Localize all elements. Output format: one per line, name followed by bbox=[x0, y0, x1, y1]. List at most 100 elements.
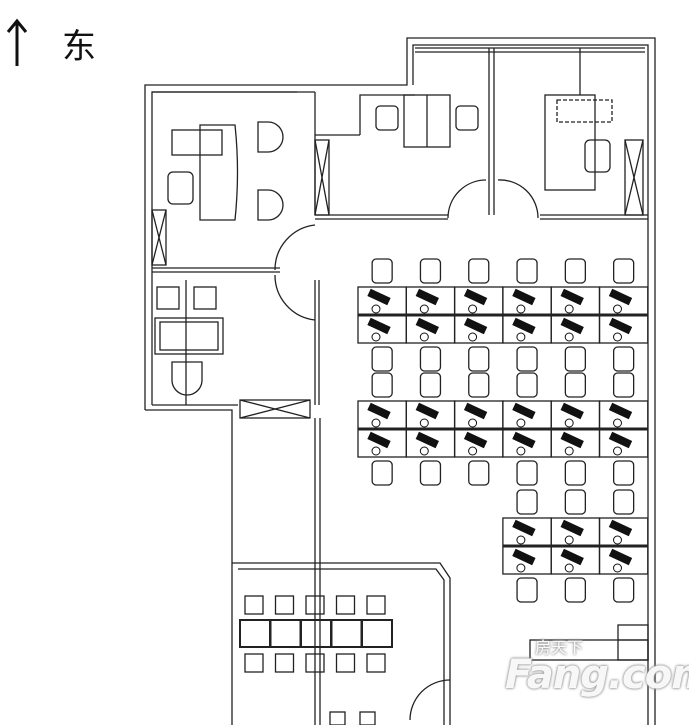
keyboard-icon bbox=[512, 317, 536, 335]
keyboard-icon bbox=[608, 402, 633, 420]
phone-icon bbox=[468, 332, 478, 342]
chair bbox=[371, 460, 393, 486]
chair bbox=[516, 489, 538, 515]
phone-icon bbox=[371, 332, 381, 342]
chair bbox=[371, 372, 393, 398]
keyboard-icon bbox=[560, 431, 584, 449]
phone-icon bbox=[516, 563, 526, 573]
walls bbox=[144, 37, 656, 725]
keyboard-icon bbox=[463, 317, 488, 335]
chair bbox=[564, 258, 586, 284]
keyboard-icon bbox=[608, 288, 633, 306]
phone-icon bbox=[516, 304, 526, 314]
phone-icon bbox=[371, 446, 381, 456]
chair bbox=[516, 577, 538, 603]
up-arrow-icon bbox=[6, 18, 28, 66]
phone-icon bbox=[371, 304, 381, 314]
keyboard-icon bbox=[560, 317, 584, 335]
meeting-table-segment bbox=[361, 619, 393, 648]
meeting-chair bbox=[274, 653, 295, 673]
phone-icon bbox=[419, 304, 429, 314]
chair bbox=[516, 346, 538, 372]
chair bbox=[516, 460, 538, 486]
keyboard-icon bbox=[415, 431, 439, 449]
north-indicator: 东 bbox=[6, 18, 96, 68]
chair bbox=[516, 258, 538, 284]
chair bbox=[564, 489, 586, 515]
chair bbox=[516, 372, 538, 398]
phone-icon bbox=[564, 418, 574, 428]
phone-icon bbox=[613, 563, 622, 573]
phone-icon bbox=[419, 418, 429, 428]
meeting-table-segment bbox=[330, 619, 363, 648]
chair bbox=[564, 577, 586, 603]
keyboard-icon bbox=[608, 519, 633, 537]
keyboard-icon bbox=[512, 519, 536, 537]
phone-icon bbox=[613, 304, 622, 314]
phone-icon bbox=[516, 332, 526, 342]
phone-icon bbox=[564, 332, 574, 342]
meeting-chair bbox=[335, 595, 356, 615]
keyboard-icon bbox=[415, 402, 439, 420]
keyboard-icon bbox=[512, 548, 536, 566]
direction-label: 东 bbox=[62, 26, 96, 67]
keyboard-icon bbox=[463, 288, 488, 306]
chair bbox=[371, 258, 393, 284]
keyboard-icon bbox=[560, 548, 584, 566]
chair bbox=[613, 346, 635, 372]
phone-icon bbox=[564, 304, 574, 314]
keyboard-icon bbox=[415, 317, 439, 335]
phone-icon bbox=[613, 418, 622, 428]
meeting-chair bbox=[274, 595, 295, 615]
phone-icon bbox=[613, 446, 622, 456]
chair bbox=[564, 346, 586, 372]
meeting-chair bbox=[305, 653, 325, 673]
phone-icon bbox=[613, 535, 622, 545]
keyboard-icon bbox=[463, 402, 488, 420]
phone-icon bbox=[419, 446, 429, 456]
chair bbox=[613, 489, 635, 515]
keyboard-icon bbox=[367, 431, 391, 449]
phone-icon bbox=[516, 535, 526, 545]
chair bbox=[613, 577, 635, 603]
meeting-chair bbox=[244, 595, 264, 615]
keyboard-icon bbox=[608, 317, 633, 335]
chair bbox=[419, 258, 442, 284]
chair bbox=[419, 372, 442, 398]
keyboard-icon bbox=[560, 402, 584, 420]
keyboard-icon bbox=[463, 431, 488, 449]
phone-icon bbox=[468, 304, 478, 314]
keyboard-icon bbox=[512, 402, 536, 420]
keyboard-icon bbox=[415, 288, 439, 306]
chair bbox=[419, 346, 442, 372]
chair bbox=[613, 460, 635, 486]
meeting-table-segment bbox=[300, 619, 332, 648]
chair bbox=[564, 460, 586, 486]
meeting-chair bbox=[366, 595, 386, 615]
chair bbox=[468, 258, 490, 284]
keyboard-icon bbox=[560, 519, 584, 537]
meeting-room bbox=[239, 595, 393, 673]
keyboard-icon bbox=[367, 288, 391, 306]
chair bbox=[468, 346, 490, 372]
phone-icon bbox=[564, 446, 574, 456]
chair bbox=[613, 372, 635, 398]
phone-icon bbox=[516, 418, 526, 428]
phone-icon bbox=[468, 418, 478, 428]
meeting-chair bbox=[366, 653, 386, 673]
chair bbox=[468, 372, 490, 398]
keyboard-icon bbox=[367, 402, 391, 420]
meeting-table-segment bbox=[239, 619, 271, 648]
phone-icon bbox=[419, 332, 429, 342]
chair bbox=[613, 258, 635, 284]
chair bbox=[564, 372, 586, 398]
phone-icon bbox=[468, 446, 478, 456]
chair bbox=[468, 460, 490, 486]
phone-icon bbox=[564, 535, 574, 545]
keyboard-icon bbox=[512, 288, 536, 306]
keyboard-icon bbox=[512, 431, 536, 449]
keyboard-icon bbox=[608, 548, 633, 566]
meeting-table-segment bbox=[269, 619, 302, 648]
chair bbox=[371, 346, 393, 372]
